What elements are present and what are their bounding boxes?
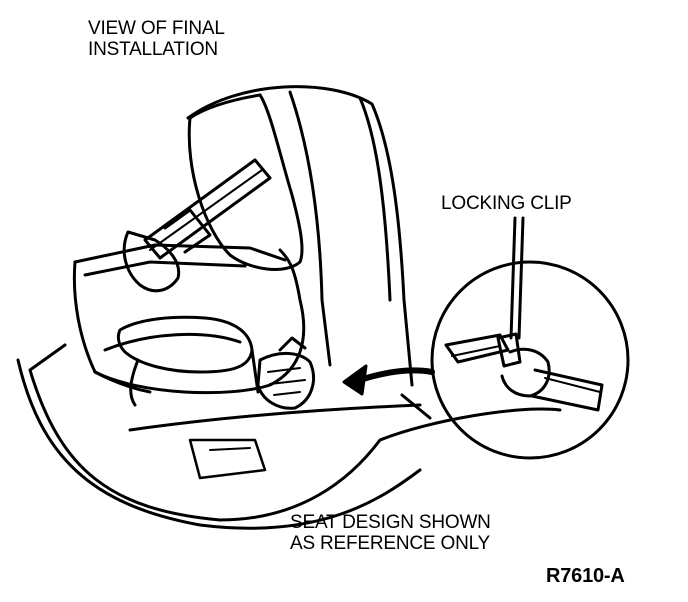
vehicle-seat-outline bbox=[16, 85, 562, 530]
locking-clip-detail bbox=[430, 260, 630, 460]
harness-strap bbox=[122, 158, 272, 293]
locking-clip-text: LOCKING CLIP bbox=[441, 193, 572, 214]
locking-clip-leader bbox=[509, 216, 525, 340]
figure-id-text: R7610-A bbox=[546, 565, 625, 587]
belt-path-with-clip bbox=[256, 336, 315, 410]
reference-line-1: SEAT DESIGN SHOWN bbox=[290, 512, 491, 533]
reference-note: SEAT DESIGN SHOWN AS REFERENCE ONLY bbox=[290, 512, 491, 554]
title-line-1: VIEW OF FINAL bbox=[88, 18, 225, 39]
locking-clip-label: LOCKING CLIP bbox=[441, 193, 572, 214]
child-seat-shell bbox=[72, 90, 332, 395]
figure-id: R7610-A bbox=[546, 566, 625, 587]
reference-line-2: AS REFERENCE ONLY bbox=[290, 533, 491, 554]
title-label: VIEW OF FINAL INSTALLATION bbox=[88, 18, 225, 60]
title-line-2: INSTALLATION bbox=[88, 39, 218, 60]
callout-arrow bbox=[342, 364, 435, 396]
